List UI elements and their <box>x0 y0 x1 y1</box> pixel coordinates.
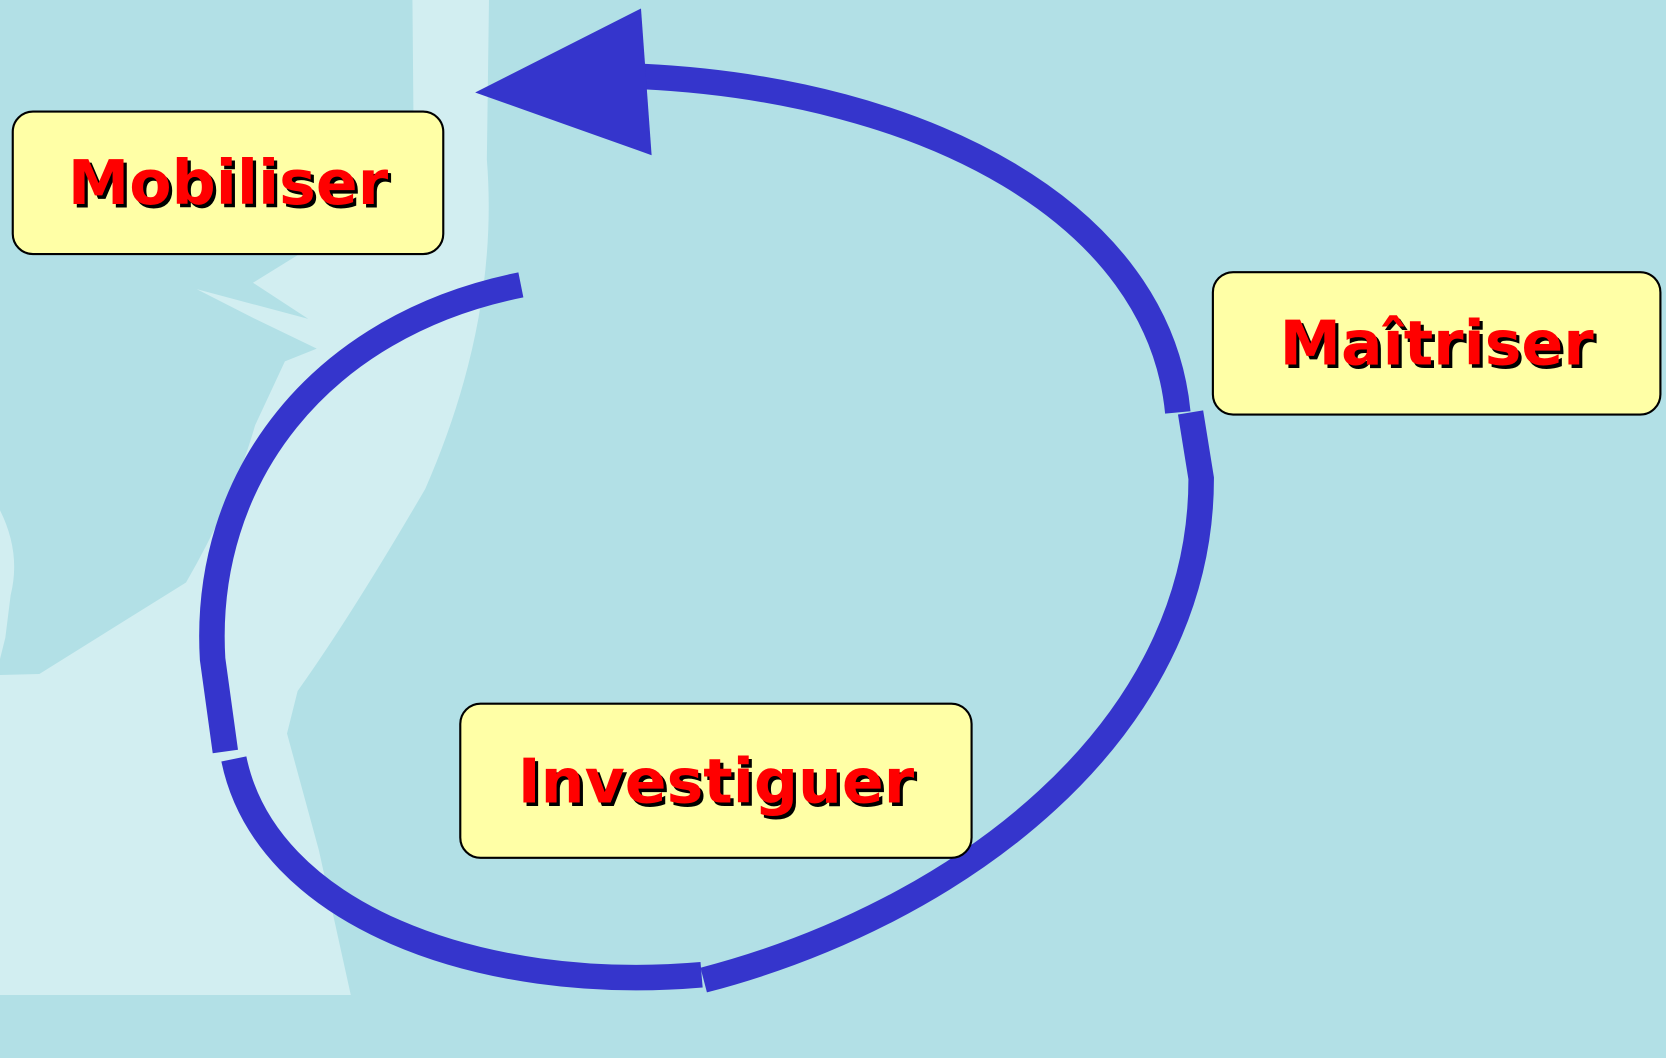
arrow-segment-mobiliser-to-investiguer <box>199 272 524 754</box>
step-label-mobiliser: Mobiliser <box>67 146 389 219</box>
step-box-mobiliser: Mobiliser <box>11 110 445 256</box>
step-label-maitriser: Maîtriser <box>1279 307 1594 380</box>
cycle-arrows <box>199 8 1214 993</box>
arrowhead <box>475 8 652 156</box>
step-label-investiguer: Investiguer <box>517 744 915 817</box>
arrow-segment-maitriser-loop <box>700 410 1214 993</box>
arrow-segment-investiguer-to-maitriser <box>221 756 703 991</box>
step-box-investiguer: Investiguer <box>459 702 973 859</box>
arrow-segment-maitriser-to-mobiliser <box>642 63 1191 414</box>
step-box-maitriser: Maîtriser <box>1211 271 1662 416</box>
